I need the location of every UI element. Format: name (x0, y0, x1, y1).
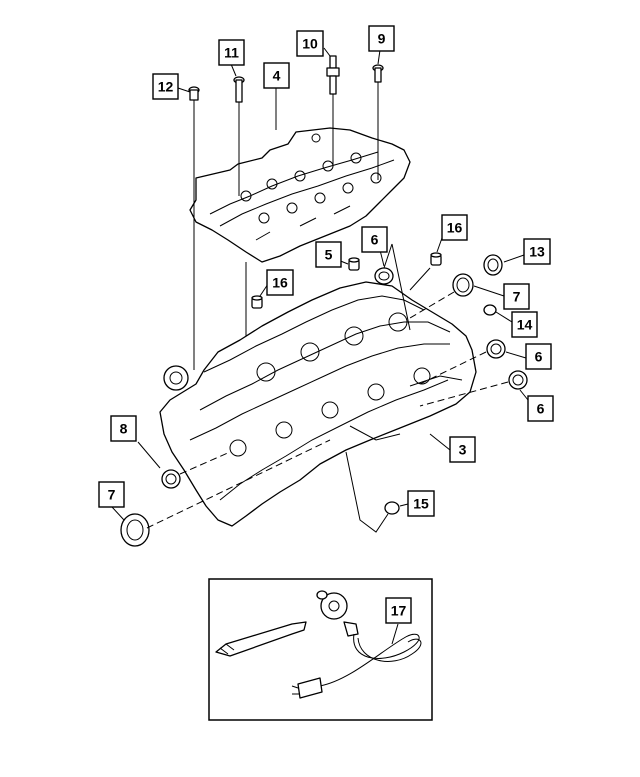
svg-text:6: 6 (535, 349, 543, 365)
svg-text:16: 16 (272, 275, 288, 291)
svg-text:16: 16 (447, 220, 463, 236)
svg-text:15: 15 (413, 496, 429, 512)
seal-6-lower (508, 370, 528, 390)
svg-text:8: 8 (120, 421, 128, 437)
svg-text:7: 7 (513, 289, 521, 305)
svg-text:17: 17 (391, 603, 407, 619)
callout-12: 12 (152, 73, 179, 100)
bolt-11 (233, 76, 245, 103)
bolt-9 (372, 64, 384, 83)
svg-text:7: 7 (108, 487, 116, 503)
callout-6-mid: 6 (525, 343, 552, 370)
svg-text:9: 9 (378, 31, 386, 47)
svg-text:14: 14 (517, 317, 533, 333)
svg-text:6: 6 (537, 401, 545, 417)
cup-plug-16-upper (430, 252, 442, 266)
callout-7-lower: 7 (98, 481, 125, 508)
svg-text:12: 12 (158, 79, 174, 95)
seal-7-lower (120, 513, 150, 547)
seal-6-mid (486, 339, 506, 359)
callout-9: 9 (368, 25, 395, 52)
plug-5 (348, 257, 360, 271)
svg-text:4: 4 (273, 68, 281, 84)
svg-text:10: 10 (302, 36, 318, 52)
callout-10: 10 (296, 30, 324, 57)
callout-16-lower: 16 (266, 269, 294, 296)
callout-6-upper: 6 (361, 226, 388, 253)
callout-8: 8 (110, 415, 137, 442)
callout-11: 11 (218, 39, 245, 66)
bearing-cap-bedplate (189, 127, 411, 263)
svg-text:11: 11 (224, 45, 239, 61)
svg-text:3: 3 (459, 442, 467, 458)
seal-8 (161, 469, 181, 489)
stud-10 (326, 55, 340, 95)
callout-7-upper: 7 (503, 283, 530, 310)
engine-block (159, 281, 477, 527)
cup-plug-16-lower (251, 295, 263, 309)
seal-6-upper (374, 267, 394, 285)
knock-sensor-kit-box (208, 578, 433, 721)
seal-13 (483, 254, 503, 276)
seal-7-upper (452, 273, 474, 297)
callout-13: 13 (523, 238, 551, 265)
svg-text:13: 13 (529, 244, 545, 260)
callout-3: 3 (449, 436, 476, 463)
bolt-12 (188, 86, 200, 101)
callout-16-upper: 16 (441, 214, 468, 241)
alignment-lines (146, 243, 509, 533)
plug-14 (483, 304, 497, 316)
plug-15 (384, 501, 400, 515)
callout-5: 5 (315, 241, 342, 268)
callout-14: 14 (511, 311, 538, 338)
svg-text:5: 5 (325, 247, 333, 263)
svg-text:6: 6 (371, 232, 379, 248)
callout-15: 15 (407, 490, 435, 517)
callout-17: 17 (385, 597, 412, 624)
callout-6-lower: 6 (527, 395, 554, 422)
callout-4: 4 (263, 62, 290, 89)
